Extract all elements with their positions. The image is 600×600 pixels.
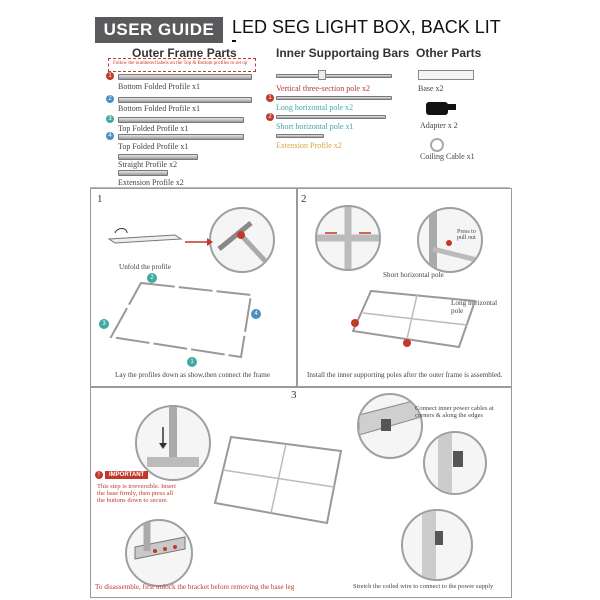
user-guide-badge: USER GUIDE [95, 17, 223, 43]
step3-stretch: Stretch the coiled wire to connect to th… [353, 583, 494, 590]
step3-disassemble: To disassemble, first unlock the bracket… [95, 583, 295, 591]
part-number-2: 2 [106, 95, 114, 103]
adapter-plug [448, 104, 456, 110]
important-badge: ! IMPORTANT [95, 471, 149, 479]
short-pole-bar [276, 115, 386, 119]
adapter-icon [426, 102, 448, 115]
step3-zoom-bracket-detail [134, 521, 186, 560]
step2-num-1 [351, 319, 359, 327]
step2-number: 2 [301, 193, 307, 205]
step1-arrow [185, 238, 213, 246]
title-underline [232, 40, 236, 42]
page-title: LED SEG LIGHT BOX, BACK LIT [232, 17, 501, 37]
important-label: IMPORTANT [105, 471, 149, 479]
inner-bars-heading: Inner Supportaing Bars [276, 46, 410, 60]
part-bottom-folded-2: Bottom Folded Profile x1 [118, 104, 200, 113]
step3-zoom-base-detail [147, 407, 199, 467]
step3-zoom-wire [401, 509, 473, 581]
step3-zoom-bracket [125, 519, 193, 587]
bottom-profile-2-bar [118, 97, 252, 103]
part-coiling-cable: Coiling Cable x1 [420, 152, 475, 161]
step3-zoom-wire-detail [422, 511, 443, 579]
step1-num-4: 4 [251, 309, 261, 319]
inner-part-number-1: 1 [266, 94, 274, 102]
part-straight-profile: Straight Profile x2 [118, 160, 178, 169]
step2-zoom-right-detail [429, 209, 481, 271]
step2-zoom-left-detail [317, 207, 379, 269]
part-short-pole: Short horizontal pole x1 [276, 122, 354, 131]
step1-panel: 1 Unfold the profile 1 2 3 4 Lay the pro… [90, 188, 298, 388]
step3-warning: This step is irreversible. Insert the ba… [97, 483, 176, 504]
step1-num-3: 3 [99, 319, 109, 329]
step1-zoom-detail [217, 221, 269, 265]
extension-profile-bar [118, 170, 168, 176]
step2-press-label: Press to pull out [457, 229, 476, 241]
extension-pole-bar [276, 134, 324, 138]
top-profile-4-bar [118, 134, 244, 140]
step2-instruction: Install the inner supporting poles after… [307, 371, 503, 379]
part-base: Base x2 [418, 84, 444, 93]
important-icon: ! [95, 471, 103, 479]
step3-zoom-cable-edge [423, 431, 487, 495]
step1-caption: Unfold the profile [119, 263, 171, 271]
top-profile-3-bar [118, 117, 244, 123]
step3-frame-grid [213, 435, 343, 525]
step1-instruction: Lay the profiles down as show,then conne… [115, 371, 271, 379]
long-pole-bar [276, 96, 392, 100]
step3-cable-note: Connect inner power cables at corners & … [415, 405, 494, 419]
step1-profile-illustration [107, 228, 183, 244]
bottom-profile-1-bar [118, 74, 252, 80]
step2-zoom-right [417, 207, 483, 273]
step3-number: 3 [291, 389, 297, 401]
outer-frame-heading: Outer Frame Parts [132, 46, 237, 60]
coiling-cable-icon [430, 138, 444, 152]
step3-zoom-cable-top-detail [359, 398, 421, 436]
step3-zoom-base [135, 405, 211, 481]
step1-zoom-circle [209, 207, 275, 273]
part-extension-profile: Extension Profile x2 [118, 178, 184, 187]
step2-short-label: Short horizontal pole [383, 271, 444, 279]
part-adapter: Adapter x 2 [420, 121, 458, 130]
step2-frame-layout [351, 289, 477, 349]
setup-note: Follow the numbered labels on the Top & … [113, 61, 248, 66]
vertical-pole-bar [276, 74, 392, 78]
vertical-pole-joint [318, 70, 326, 80]
other-parts-heading: Other Parts [416, 46, 482, 60]
part-number-4: 4 [106, 132, 114, 140]
step1-num-1: 1 [187, 357, 197, 367]
straight-profile-bar [118, 154, 198, 160]
step2-num-2 [403, 339, 411, 347]
step3-zoom-cable-edge-detail [438, 433, 463, 493]
step1-number: 1 [97, 193, 103, 205]
step2-zoom-left [315, 205, 381, 271]
part-extension-pole: Extension Profile x2 [276, 141, 342, 150]
part-top-folded-4: Top Folded Profile x1 [118, 142, 189, 151]
part-number-1: 1 [106, 72, 114, 80]
section-divider [90, 187, 510, 188]
setup-note-box: Follow the numbered labels on the Top & … [108, 58, 256, 72]
base-shape [418, 70, 474, 80]
step1-frame-layout [109, 281, 253, 359]
part-top-folded-3: Top Folded Profile x1 [118, 124, 189, 133]
step3-panel: 3 ! IMPORTANT This step is irreversible.… [90, 386, 512, 598]
step1-num-2: 2 [147, 273, 157, 283]
step3-zoom-cable-top [357, 393, 423, 459]
part-vertical-pole: Vertical three-section pole x2 [276, 84, 370, 93]
step2-panel: 2 Press to pull out Short horizontal pol… [296, 188, 512, 388]
inner-part-number-2: 2 [266, 113, 274, 121]
part-number-3: 3 [106, 115, 114, 123]
part-bottom-folded-1: Bottom Folded Profile x1 [118, 82, 200, 91]
part-long-pole: Long horizontal pole x2 [276, 103, 354, 112]
